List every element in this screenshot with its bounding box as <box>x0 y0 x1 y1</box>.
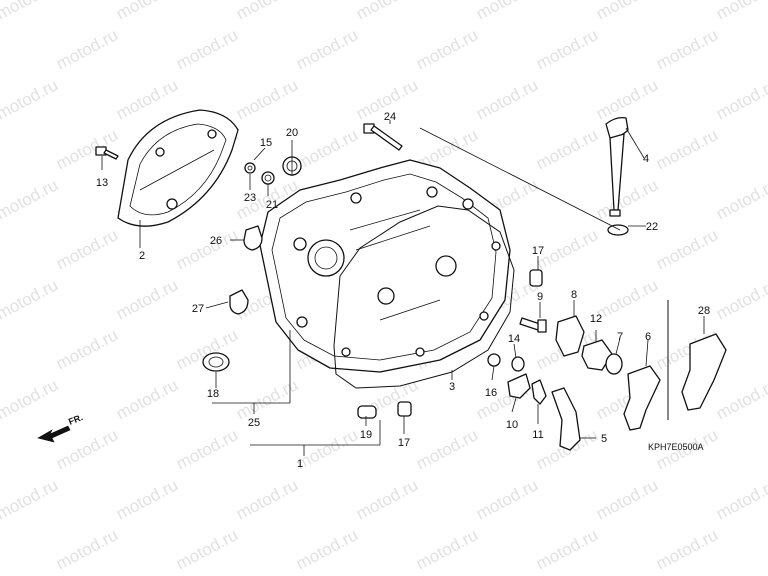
callout-13: 13 <box>96 177 108 189</box>
callout-21: 21 <box>266 199 278 211</box>
dowel-17b <box>397 401 412 417</box>
callout-17a: 17 <box>532 245 544 257</box>
callout-19: 19 <box>360 429 372 441</box>
kit-28-box <box>667 300 727 420</box>
clamp-26 <box>243 225 263 251</box>
callout-6: 6 <box>645 331 651 343</box>
callout-11: 11 <box>532 429 543 441</box>
callout-9: 9 <box>537 291 543 303</box>
callout-5: 5 <box>601 433 607 445</box>
lever-5 <box>551 387 581 451</box>
bolt-13 <box>95 146 119 160</box>
washer-7 <box>605 353 623 375</box>
callout-4: 4 <box>643 153 649 165</box>
bolt-24 <box>363 123 403 151</box>
clamp-27 <box>229 289 249 315</box>
callout-7: 7 <box>617 331 623 343</box>
callout-17b: 17 <box>398 437 410 449</box>
callout-25: 25 <box>248 417 260 429</box>
outer-cover <box>117 109 239 227</box>
callout-3: 3 <box>449 381 455 393</box>
washer-21 <box>261 171 275 185</box>
callout-18: 18 <box>207 388 219 400</box>
shaft-10 <box>507 373 531 399</box>
callout-8: 8 <box>571 289 577 301</box>
front-direction-arrow: FR. <box>37 412 84 443</box>
pin-9 <box>519 317 547 333</box>
dowel-17a <box>529 269 543 287</box>
dowel-19 <box>357 405 377 419</box>
callout-20: 20 <box>286 127 298 139</box>
callout-28: 28 <box>698 305 710 317</box>
leader-lines <box>101 120 705 456</box>
callout-numbers: 1 2 3 4 5 6 7 8 9 10 11 12 13 14 15 16 1… <box>96 111 710 470</box>
diagram-code: KPH7E0500A <box>648 442 704 452</box>
right-crankcase-cover <box>259 159 511 373</box>
callout-2: 2 <box>139 250 145 262</box>
callout-1: 1 <box>297 458 303 470</box>
holder-12 <box>581 339 613 371</box>
callout-26: 26 <box>210 235 222 247</box>
lifter-plate-8 <box>555 315 585 357</box>
washer-16 <box>487 353 501 367</box>
arm-6 <box>623 365 661 431</box>
nut-23 <box>244 162 256 174</box>
spring-11 <box>531 379 547 405</box>
washer-14 <box>511 356 525 372</box>
callout-12: 12 <box>590 313 602 325</box>
bearing-18 <box>202 352 230 372</box>
callout-27: 27 <box>192 303 204 315</box>
callout-24: 24 <box>384 111 396 123</box>
callout-10: 10 <box>506 419 518 431</box>
o-ring-22 <box>607 224 629 236</box>
callout-15: 15 <box>260 137 272 149</box>
dipstick-4 <box>605 116 629 217</box>
gasket-3 <box>333 205 515 389</box>
callout-14: 14 <box>508 333 520 345</box>
callout-22: 22 <box>646 221 658 233</box>
callout-23: 23 <box>244 192 256 204</box>
direction-label: FR. <box>67 412 84 427</box>
callout-16: 16 <box>485 387 497 399</box>
